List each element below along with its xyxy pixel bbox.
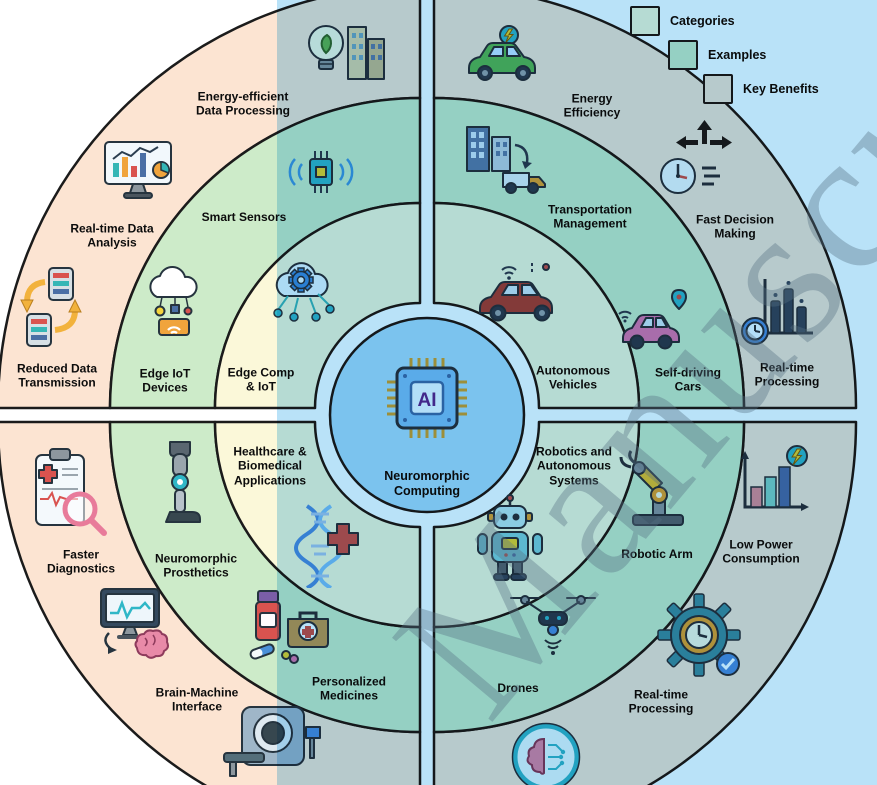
legend-label-key-benefits: Key Benefits [743, 82, 819, 96]
label-realtime-processing-bottom: Real-time Processing [628, 687, 694, 716]
label-energy-efficient-data-processing: Energy-efficient Data Processing [195, 89, 291, 118]
robotic-arm-icon [617, 449, 699, 531]
ai-chip-icon: AI [385, 356, 469, 440]
pink-car-pin-icon [613, 286, 697, 350]
label-low-power-consumption: Low Power Consumption [722, 537, 800, 566]
mri-scanner-icon [222, 705, 322, 785]
label-neuromorphic-computing: Neuromorphic Computing [384, 469, 470, 498]
cloud-devices-icon [135, 263, 217, 337]
clipboard-magnifier-icon [28, 447, 110, 537]
label-realtime-processing-top: Real-time Processing [754, 360, 820, 389]
label-smart-sensors: Smart Sensors [201, 209, 287, 224]
label-transportation-management: Transportation Management [547, 202, 633, 231]
label-faster-diagnostics: Faster Diagnostics [46, 547, 116, 576]
legend-item-examples: Examples [668, 40, 766, 70]
legend-label-categories: Categories [670, 14, 735, 28]
prosthetic-leg-icon [140, 438, 220, 526]
ai-chip-text: AI [418, 390, 437, 411]
label-robotic-arm: Robotic Arm [621, 546, 693, 561]
legend-item-key-benefits: Key Benefits [703, 74, 819, 104]
legend-label-examples: Examples [708, 48, 767, 62]
label-energy-efficiency: Energy Efficiency [563, 91, 621, 120]
label-drones: Drones [497, 680, 539, 695]
legend-item-categories: Categories [630, 6, 735, 36]
drone-icon [507, 588, 599, 662]
label-edge-comp-iot: Edge Comp & IoT [227, 365, 295, 394]
electric-car-icon [461, 24, 553, 86]
legend-swatch-key-benefits [703, 74, 733, 104]
monitor-brain-icon [85, 585, 175, 665]
label-neuromorphic-prosthetics: Neuromorphic Prosthetics [154, 551, 238, 580]
bar-chart-clock-icon [739, 273, 819, 347]
label-edge-iot-devices: Edge IoT Devices [139, 366, 191, 395]
legend-swatch-categories [630, 6, 660, 36]
label-realtime-data-analysis: Real-time Data Analysis [70, 221, 154, 250]
label-brain-machine-interface: Brain-Machine Interface [155, 685, 239, 714]
medicines-icon [244, 585, 340, 665]
label-healthcare-biomedical: Healthcare & Biomedical Applications [233, 444, 307, 488]
gear-clock-check-icon [654, 590, 746, 682]
cloud-gear-network-icon [264, 256, 352, 330]
label-personalized-medicines: Personalized Medicines [311, 674, 387, 703]
sensor-car-icon [472, 258, 572, 326]
dna-cross-icon [281, 502, 359, 590]
arrows-servers-icon [17, 266, 109, 350]
legend-swatch-examples [668, 40, 698, 70]
city-truck-icon [459, 121, 551, 195]
clock-arrows-icon [642, 120, 738, 200]
robot-icon [466, 494, 554, 586]
label-autonomous-vehicles: Autonomous Vehicles [536, 363, 610, 392]
label-self-driving-cars: Self-driving Cars [654, 365, 722, 394]
brain-circuit-icon [510, 721, 582, 785]
label-fast-decision-making: Fast Decision Making [695, 212, 775, 241]
chart-lightning-icon [731, 443, 815, 521]
label-reduced-data-transmission: Reduced Data Transmission [16, 361, 98, 390]
sensor-chip-icon [284, 143, 358, 201]
lightbulb-buildings-icon [300, 13, 390, 87]
monitor-chart-icon [100, 139, 186, 205]
label-robotics-autonomous-systems: Robotics and Autonomous Systems [535, 444, 613, 488]
